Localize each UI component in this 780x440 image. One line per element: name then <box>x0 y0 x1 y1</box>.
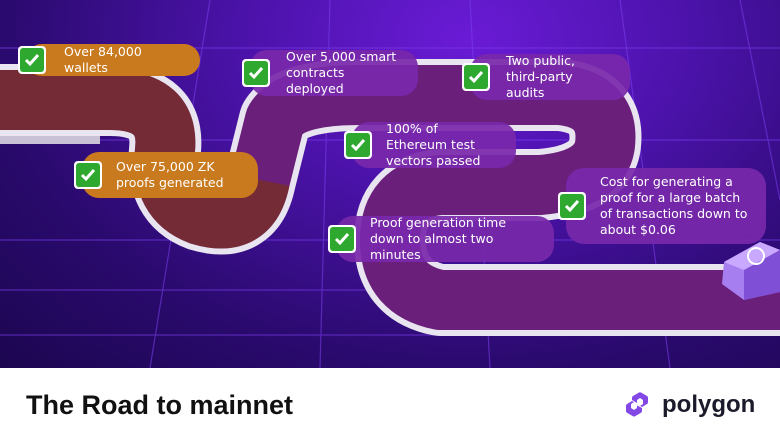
footer: The Road to mainnet polygon <box>0 368 780 440</box>
brand-logo: polygon <box>620 390 755 420</box>
milestone-text: Over 5,000 smart contracts deployed <box>286 49 397 96</box>
milestone-smart-contracts: Over 5,000 smart contracts deployed <box>242 49 418 96</box>
milestone-zk-proofs: Over 75,000 ZK proofs generated <box>74 152 258 198</box>
checkmark-icon <box>558 192 586 220</box>
milestone-text: Two public, third-party audits <box>506 53 575 100</box>
milestone-audits: Two public, third-party audits <box>462 53 630 100</box>
milestone-test-vectors: 100% of Ethereum test vectors passed <box>344 121 516 168</box>
checkmark-icon <box>462 63 490 91</box>
polygon-logo-icon <box>626 392 648 417</box>
brand-name: polygon <box>662 391 756 418</box>
milestone-proof-cost: Cost for generating a proof for a large … <box>558 168 766 244</box>
milestone-proof-time: Proof generation time down to almost two… <box>328 215 554 262</box>
milestone-text: Proof generation time down to almost two… <box>370 215 507 262</box>
milestone-wallets: Over 84,000 wallets <box>18 44 200 76</box>
checkmark-icon <box>18 46 46 74</box>
milestone-text: Over 75,000 ZK proofs generated <box>116 159 224 190</box>
checkmark-icon <box>328 225 356 253</box>
milestone-text: Over 84,000 wallets <box>64 44 142 75</box>
milestone-text: Cost for generating a proof for a large … <box>600 174 748 237</box>
checkmark-icon <box>242 59 270 87</box>
checkmark-icon <box>74 161 102 189</box>
hero-illustration: Over 84,000 wallets Over 5,000 smart con… <box>0 0 780 368</box>
page-title: The Road to mainnet <box>26 390 294 420</box>
polygon-cube-icon <box>722 242 780 300</box>
milestone-text: 100% of Ethereum test vectors passed <box>386 121 481 168</box>
checkmark-icon <box>344 131 372 159</box>
